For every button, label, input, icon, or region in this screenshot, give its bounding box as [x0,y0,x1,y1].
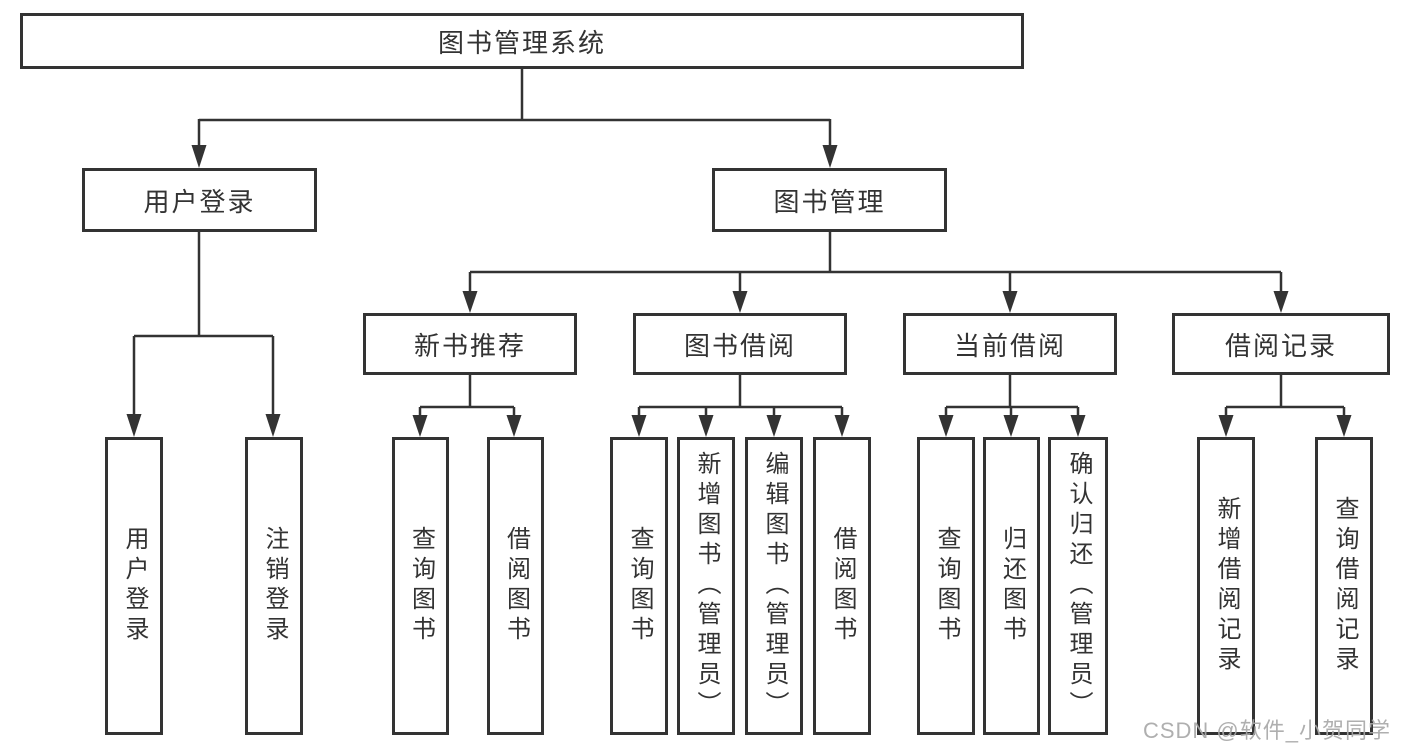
leaf-add-borrow-record: 新增借阅记录 [1197,437,1255,735]
arrowhead [191,145,207,168]
arrowhead [412,415,428,437]
node-current-borrowing: 当前借阅 [903,313,1117,375]
leaf-label: 新增图书（管理员） [693,451,720,721]
leaf-borrow-books-borrowing: 借阅图书 [813,437,871,735]
node-borrowing-records: 借阅记录 [1172,313,1390,375]
arrowhead [1218,415,1234,437]
arrowhead [698,415,714,437]
arrowhead [938,415,954,437]
arrowhead [1070,415,1086,437]
leaf-confirm-return-admin: 确认归还（管理员） [1048,437,1108,735]
node-label: 图书借阅 [683,330,796,361]
leaf-user-login: 用户登录 [105,437,163,735]
connector-root-to-level2 [191,69,838,168]
node-book-borrowing: 图书借阅 [633,313,847,375]
leaf-query-books-borrowing: 查询图书 [610,437,668,735]
node-new-book-recommend: 新书推荐 [363,313,577,375]
connector-borrowing-records-branch [1218,375,1352,437]
leaf-label: 查询图书 [933,526,960,646]
leaf-label: 编辑图书（管理员） [761,451,788,721]
arrowhead [265,414,281,437]
arrowhead [822,145,838,168]
csdn-watermark: CSDN @软件_小贺同学 [1142,718,1391,743]
arrowhead [732,291,748,313]
connector-book-management-to-level3 [462,232,1289,313]
node-label: 借阅记录 [1224,330,1337,361]
leaf-query-books-recommend: 查询图书 [392,437,449,735]
node-label: 图书管理系统 [437,27,606,58]
connector-book-borrowing-branch [631,375,850,437]
leaf-return-book: 归还图书 [983,437,1040,735]
node-label: 用户登录 [143,186,256,217]
leaf-label: 归还图书 [998,526,1026,646]
leaf-borrow-books-recommend: 借阅图书 [487,437,544,735]
leaf-add-book-admin: 新增图书（管理员） [677,437,735,735]
node-root-library-management-system: 图书管理系统 [20,13,1024,69]
arrowhead [1002,291,1018,313]
arrowhead [506,415,522,437]
leaf-label: 借阅图书 [829,526,856,646]
leaf-edit-book-admin: 编辑图书（管理员） [745,437,803,735]
connector-user-login-branch [126,232,281,437]
leaf-query-books-current: 查询图书 [917,437,975,735]
arrowhead [462,291,478,313]
leaf-label: 用户登录 [121,526,148,646]
arrowhead [1336,415,1352,437]
leaf-label: 注销登录 [261,526,288,646]
node-label: 图书管理 [773,186,886,217]
leaf-label: 查询借阅记录 [1331,496,1358,676]
leaf-logout: 注销登录 [245,437,303,735]
node-label: 当前借阅 [953,330,1066,361]
node-book-management: 图书管理 [712,168,947,232]
arrowhead [1273,291,1289,313]
arrowhead [631,415,647,437]
leaf-query-borrow-record: 查询借阅记录 [1315,437,1373,735]
arrowhead [1003,415,1019,437]
node-label: 新书推荐 [413,330,526,361]
leaf-label: 确认归还（管理员） [1065,451,1092,721]
leaf-label: 借阅图书 [502,526,530,646]
leaf-label: 查询图书 [626,526,653,646]
arrowhead [126,414,142,437]
leaf-label: 新增借阅记录 [1213,496,1240,676]
connector-new-book-recommend-branch [412,375,522,437]
leaf-label: 查询图书 [407,526,435,646]
node-user-login: 用户登录 [82,168,317,232]
arrowhead [834,415,850,437]
arrowhead [766,415,782,437]
connector-current-borrowing-branch [938,375,1086,437]
